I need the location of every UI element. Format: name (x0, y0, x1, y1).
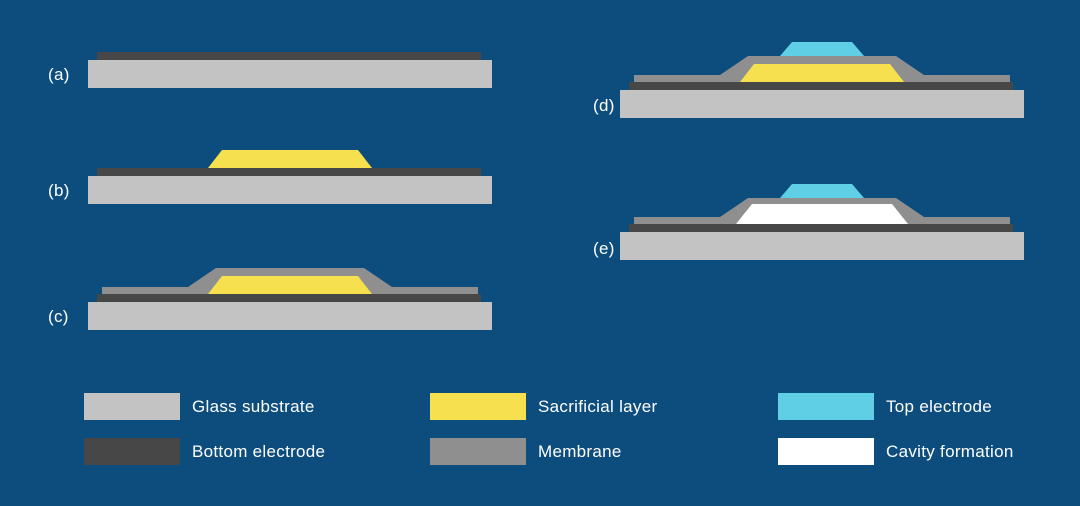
bottom-electrode-swatch (84, 438, 180, 465)
sacrificial-layer (208, 276, 372, 294)
glass-substrate-layer (88, 60, 492, 88)
legend-item-sacrificial-layer: Sacrificial layer (430, 393, 657, 420)
legend-item-glass-substrate: Glass substrate (84, 393, 315, 420)
sacrificial-layer-swatch-fill (430, 393, 526, 420)
top-electrode-swatch-fill (778, 393, 874, 420)
legend-label-top-electrode: Top electrode (886, 396, 992, 416)
cavity-formation-swatch (778, 438, 874, 465)
glass-substrate-layer (620, 90, 1024, 118)
step-label-e: (e) (593, 239, 615, 258)
bottom-electrode-layer (97, 52, 481, 60)
step-label-a: (a) (48, 65, 70, 84)
top-electrode-swatch (778, 393, 874, 420)
membrane-swatch (430, 438, 526, 465)
step-diagram-e (620, 184, 1024, 260)
legend-label-sacrificial-layer: Sacrificial layer (538, 396, 658, 416)
legend-item-bottom-electrode: Bottom electrode (84, 438, 325, 465)
legend-item-top-electrode: Top electrode (778, 393, 992, 420)
legend-label-cavity-formation: Cavity formation (886, 441, 1014, 461)
bottom-electrode-swatch-fill (84, 438, 180, 465)
step-diagram-a (88, 52, 492, 88)
sacrificial-layer (208, 150, 372, 168)
bottom-electrode-layer (629, 224, 1013, 232)
step-label-b: (b) (48, 181, 70, 200)
glass-substrate-layer (88, 302, 492, 330)
legend-label-glass-substrate: Glass substrate (192, 396, 315, 416)
sacrificial-layer-swatch (430, 393, 526, 420)
bottom-electrode-layer (97, 168, 481, 176)
legend-label-membrane: Membrane (538, 441, 622, 461)
step-label-c: (c) (48, 307, 69, 326)
cavity-layer (736, 204, 908, 224)
glass-substrate-swatch (84, 393, 180, 420)
legend-item-cavity-formation: Cavity formation (778, 438, 1014, 465)
top-electrode-layer (780, 42, 864, 56)
legend-label-bottom-electrode: Bottom electrode (192, 441, 326, 461)
membrane-swatch-fill (430, 438, 526, 465)
glass-substrate-layer (88, 176, 492, 204)
step-label-d: (d) (593, 96, 615, 115)
glass-substrate-swatch-fill (84, 393, 180, 420)
sacrificial-layer (740, 64, 904, 82)
bottom-electrode-layer (97, 294, 481, 302)
glass-substrate-layer (620, 232, 1024, 260)
top-electrode-layer (780, 184, 864, 198)
bottom-electrode-layer (629, 82, 1013, 90)
legend-item-membrane: Membrane (430, 438, 622, 465)
step-diagram-c (88, 268, 492, 330)
cavity-formation-swatch-fill (778, 438, 874, 465)
step-diagram-b (88, 150, 492, 204)
step-diagram-d (620, 42, 1024, 118)
